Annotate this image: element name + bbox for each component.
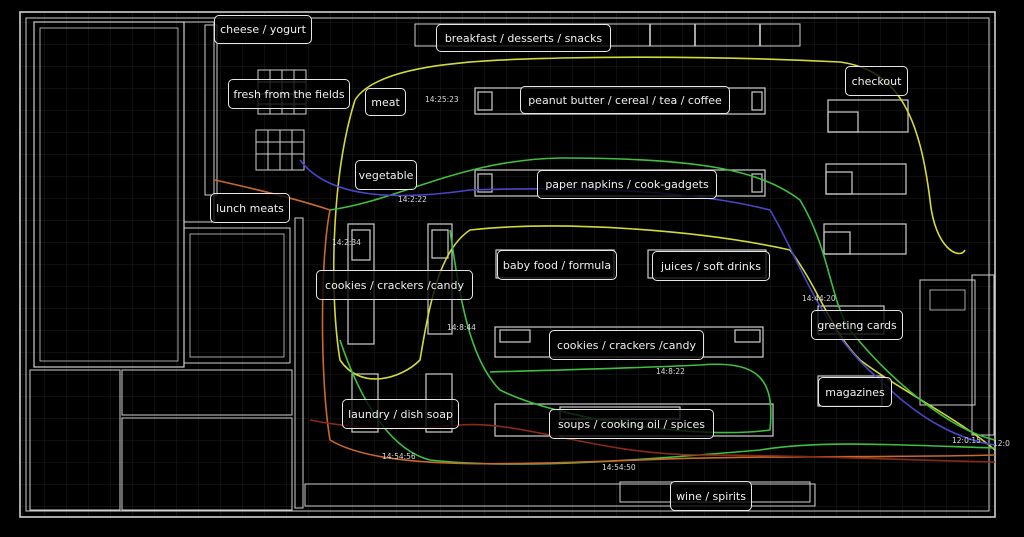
timestamp: 14:54:56 bbox=[382, 452, 416, 461]
label-fresh-from-the-fields: fresh from the fields bbox=[228, 79, 350, 109]
walls bbox=[19, 11, 996, 518]
timestamp: 14:25:23 bbox=[425, 95, 459, 104]
label-wine-spirits: wine / spirits bbox=[670, 481, 752, 511]
label-juices-soft-drinks: juices / soft drinks bbox=[652, 251, 770, 281]
label-checkout: checkout bbox=[845, 66, 908, 96]
label-peanut-butter-cereal-tea-coffee: peanut butter / cereal / tea / coffee bbox=[520, 86, 730, 114]
label-meat: meat bbox=[365, 88, 406, 116]
label-breakfast-desserts-snacks: breakfast / desserts / snacks bbox=[436, 24, 611, 52]
label-soups-cooking-oil-spices: soups / cooking oil / spices bbox=[549, 409, 714, 439]
timestamp: 14:2:22 bbox=[398, 195, 427, 204]
timestamp: 14:8:22 bbox=[656, 367, 685, 376]
path-green-3 bbox=[449, 229, 772, 434]
timestamp: 12:0:15 bbox=[952, 436, 981, 445]
label-cookies-crackers-candy-center: cookies / crackers /candy bbox=[549, 330, 704, 360]
label-magazines: magazines bbox=[818, 377, 892, 407]
path-green bbox=[329, 157, 996, 441]
timestamp: 14:8:44 bbox=[447, 323, 476, 332]
label-cheese-yogurt: cheese / yogurt bbox=[214, 15, 312, 44]
path-yellow bbox=[354, 56, 966, 255]
timestamp: 14:2:34 bbox=[332, 238, 361, 247]
timestamp: 14:44:20 bbox=[802, 294, 836, 303]
path-blue bbox=[299, 159, 996, 446]
timestamp: 12:0 bbox=[993, 439, 1010, 448]
label-baby-food-formula: baby food / formula bbox=[497, 250, 617, 280]
label-greeting-cards: greeting cards bbox=[811, 310, 903, 340]
label-laundry-dish-soap: laundry / dish soap bbox=[342, 399, 459, 429]
label-lunch-meats: lunch meats bbox=[210, 193, 290, 223]
timestamp: 14:54:50 bbox=[602, 463, 636, 472]
label-paper-napkins-cook-gadgets: paper napkins / cook-gadgets bbox=[537, 170, 717, 199]
shopper-paths bbox=[214, 56, 996, 465]
label-vegetable: vegetable bbox=[355, 160, 417, 190]
label-cookies-crackers-candy-left: cookies / crackers /candy bbox=[316, 270, 473, 300]
